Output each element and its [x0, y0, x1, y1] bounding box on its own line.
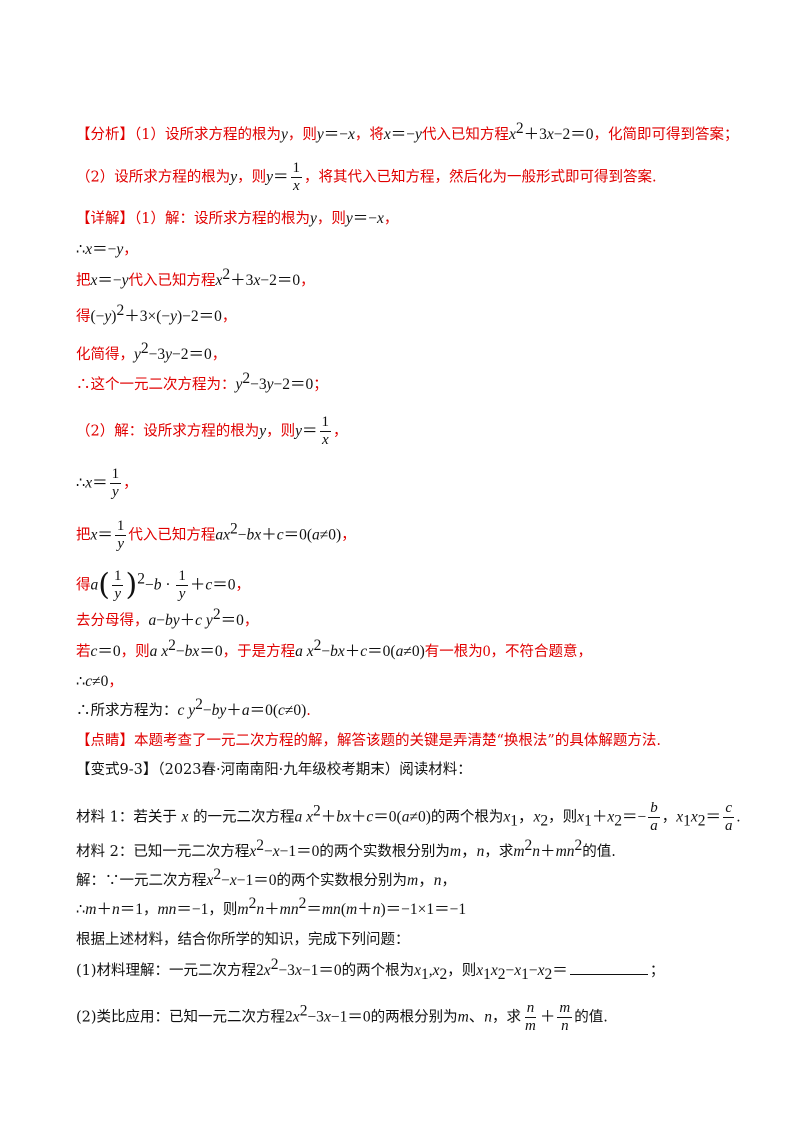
material-2: 材料 2：已知一元二次方程x2−x−1＝0的两个实数根分别为m，n，求m2n＋m…: [76, 837, 616, 860]
detail-line-13: ∴c≠0，: [76, 673, 123, 690]
detail-line-12: 若c＝0，则a x2−bx＝0，于是方程a x2−bx＋c＝0(a≠0)有一根为…: [76, 637, 592, 660]
detail-line-1: 【详解】（1）解：设所求方程的根为y，则y＝−x，: [76, 210, 399, 227]
solution-line-1: 解：∵一元二次方程x2−x−1＝0的两个实数根分别为m，n，: [76, 866, 456, 889]
variant-title: 【变式9-3】: [76, 762, 158, 778]
solution-line-2: ∴m＋n＝1，mn＝−1，则m2n＋mn2＝mn(m＋n)＝−1×1＝−1: [76, 895, 467, 918]
answer-blank[interactable]: [569, 960, 648, 975]
detail-line-3: 把x＝−y代入已知方程x2＋3x−2＝0，: [76, 266, 315, 289]
question-intro: 根据上述材料，结合你所学的知识，完成下列问题：: [76, 932, 410, 948]
detail-line-2: ∴x＝−y，: [76, 241, 138, 258]
material-1: 材料 1：若关于 x 的一元二次方程a x2＋bx＋c＝0(a≠0)的两个根为x…: [76, 800, 741, 834]
detail-line-5: 化简得，y2−3y−2＝0，: [76, 340, 227, 363]
detail-line-14: ∴所求方程为：c y2−by＋a＝0(c≠0).: [76, 696, 311, 719]
detail-tag: 【详解】: [76, 211, 134, 227]
question-1: (1)材料理解：一元二次方程2x2−3x−1＝0的两个根为x1,x2，则x1x2…: [76, 956, 665, 983]
detail-line-4: 得(−y)2＋3×(−y)−2＝0，: [76, 302, 237, 325]
analysis-line-1: 【分析】（1）设所求方程的根为y，则y＝−x，将x＝−y代入已知方程x2＋3x−…: [76, 120, 739, 143]
detail-line-6: ∴这个一元二次方程为：y2−3y−2＝0；: [76, 370, 328, 393]
analysis-tag: 【分析】: [76, 127, 134, 143]
variant-heading: 【变式9-3】（2023春·河南南阳·九年级校考期末）阅读材料：: [76, 762, 472, 778]
comment-tag: 【点睛】: [76, 733, 134, 749]
comment-line: 【点睛】本题考查了一元二次方程的解，解答该题的关键是弄清楚“换根法”的具体解题方…: [76, 733, 661, 749]
detail-line-11: 去分母得，a−by＋c y2＝0，: [76, 606, 259, 629]
